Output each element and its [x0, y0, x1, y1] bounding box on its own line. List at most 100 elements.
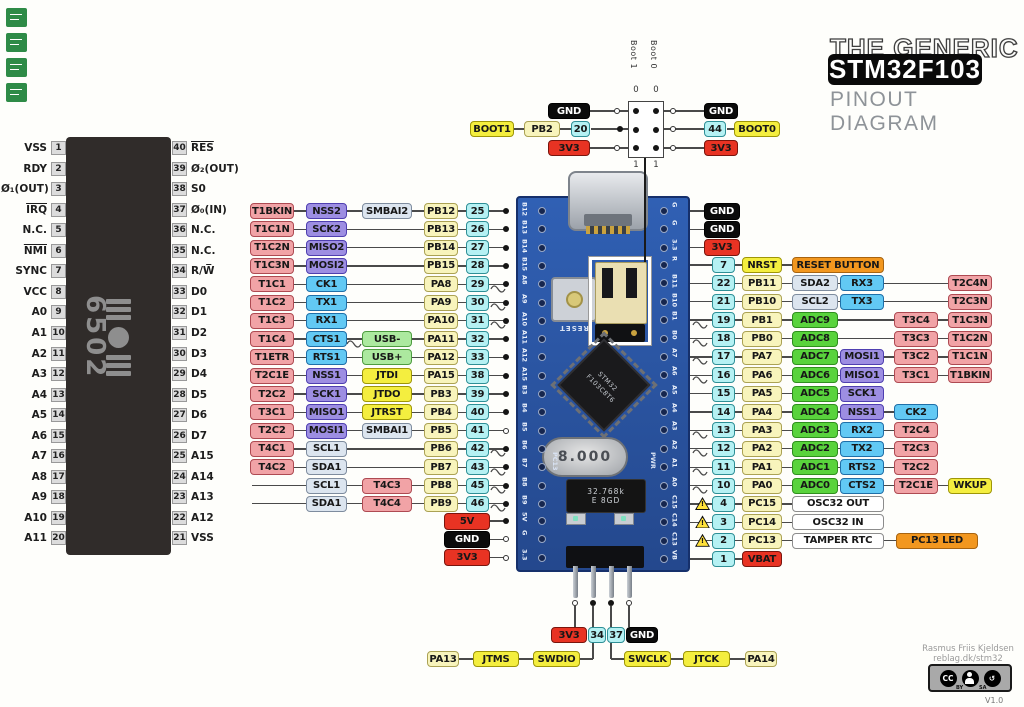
port-box: PA6 [742, 367, 782, 384]
chip-pin-number: 10 [51, 325, 66, 340]
board-hole [660, 261, 668, 269]
wire [590, 147, 628, 149]
port-box: PB10 [742, 293, 782, 310]
board-hole [660, 555, 668, 564]
pin-number-box: 12 [712, 440, 735, 457]
signal-box: ADC6 [792, 367, 838, 384]
signal-box: ADC9 [792, 312, 838, 329]
v33-box: 3V3 [704, 140, 738, 156]
share-tile[interactable] [6, 83, 27, 102]
chip-pin-label: A11 [24, 532, 47, 545]
chip-pin-label: A3 [31, 368, 47, 381]
signal-box: SDA2 [792, 275, 838, 292]
mos6502-chip: 6502 [66, 137, 171, 555]
cc-license-badge[interactable]: CC ↺ [928, 664, 1012, 692]
wide-box: OSC32 IN [792, 514, 884, 531]
port-box: PA8 [424, 276, 458, 293]
signal-box: T2C4N [948, 275, 992, 292]
chip-pin-number: 40 [172, 141, 187, 155]
board-hole [538, 535, 546, 544]
pin-number-box: 4 [712, 495, 735, 512]
reset-button-cap [566, 291, 583, 308]
board-edge-label: VB [670, 550, 679, 561]
swd-pin [608, 566, 614, 598]
chip-pin-number: 14 [51, 408, 66, 423]
board-edge-label: B9 [520, 494, 529, 505]
board-hole [538, 390, 546, 398]
board-edge-label: A3 [670, 421, 679, 431]
wire [690, 210, 704, 212]
board-hole [538, 207, 546, 215]
connection-open-dot [670, 108, 676, 114]
signal-box: T3C4 [894, 312, 938, 329]
crystal-8mhz: 8.000 [542, 437, 628, 477]
signal-box: ADC5 [792, 385, 838, 402]
chip-pin-label: A1 [31, 326, 47, 339]
swd-pin37-box: 37 [607, 627, 625, 643]
share-tile[interactable] [6, 58, 27, 77]
wire [514, 128, 524, 130]
squiggle-icon [490, 498, 506, 512]
signal-box: T2C4 [894, 422, 938, 439]
wire-vertical [610, 606, 612, 627]
connection-open-dot [614, 145, 620, 151]
jumper-pos-1: 1 [653, 160, 659, 170]
chip-pin-label: RES [191, 142, 214, 154]
connection-dot [617, 126, 623, 132]
connection-open-dot [614, 108, 620, 114]
squiggle-icon [692, 462, 708, 476]
pin-number-box: 41 [466, 422, 489, 439]
chip-pin-number: 22 [172, 510, 187, 525]
share-tile[interactable] [6, 8, 27, 27]
wire [459, 658, 473, 660]
signal-box: T4C4 [362, 495, 412, 512]
port-box: PA10 [424, 312, 458, 329]
pin20-box: 20 [571, 121, 590, 137]
signal-box: T2C2 [250, 386, 294, 402]
osc-line2: E 8GD [591, 496, 621, 505]
pin-number-box: 1 [712, 551, 735, 568]
signal-box: MOSI1 [840, 348, 884, 365]
board-edge-label: C13 [670, 531, 679, 546]
board-hole [538, 280, 546, 289]
swdio-box: SWDIO [533, 651, 580, 667]
board-edge-label: B8 [520, 476, 529, 486]
signal-box: T4C1 [250, 440, 294, 457]
chip-pin-number: 4 [51, 202, 66, 217]
signal-box: T3C1 [894, 367, 938, 384]
signal-box: SMBAI2 [362, 203, 412, 219]
share-tile[interactable] [6, 33, 27, 52]
chip-pin-label: A15 [191, 450, 214, 463]
signal-box: RX3 [840, 275, 884, 292]
connection-open-dot [503, 536, 509, 543]
board-hole [660, 481, 668, 490]
signal-box: T1C3N [948, 312, 992, 329]
board-hole [538, 316, 546, 325]
board-hole [538, 298, 546, 307]
signal-box: MOSI1 [306, 422, 347, 439]
port-box: PA7 [742, 348, 782, 365]
signal-box: T2C3N [948, 293, 992, 310]
squiggle-icon [490, 480, 506, 494]
wire-vertical [574, 606, 576, 627]
chip-pin-number: 37 [172, 202, 187, 217]
board-edge-label: G [520, 530, 529, 536]
signal-box: MISO1 [306, 404, 347, 421]
squiggle-icon [692, 370, 708, 384]
squiggle-icon [490, 315, 506, 329]
pin-number-box: 22 [712, 275, 735, 292]
swclk-box: SWCLK [624, 651, 671, 667]
led-dot [573, 516, 578, 521]
port-box: PA12 [424, 349, 458, 366]
signal-box: CTS2 [840, 477, 884, 494]
port-box: PB3 [424, 386, 458, 402]
pin-number-box: 10 [712, 477, 735, 494]
signal-box: T1C3N [250, 257, 294, 274]
signal-box: MOSI2 [306, 257, 347, 274]
swd-pin [590, 566, 596, 598]
port-box: PB9 [424, 495, 458, 512]
credit-site[interactable]: reblag.dk/stm32 [933, 654, 1003, 664]
warning-triangle [696, 535, 709, 546]
wide-box: RESET BUTTON [792, 257, 884, 273]
wire [727, 128, 734, 130]
